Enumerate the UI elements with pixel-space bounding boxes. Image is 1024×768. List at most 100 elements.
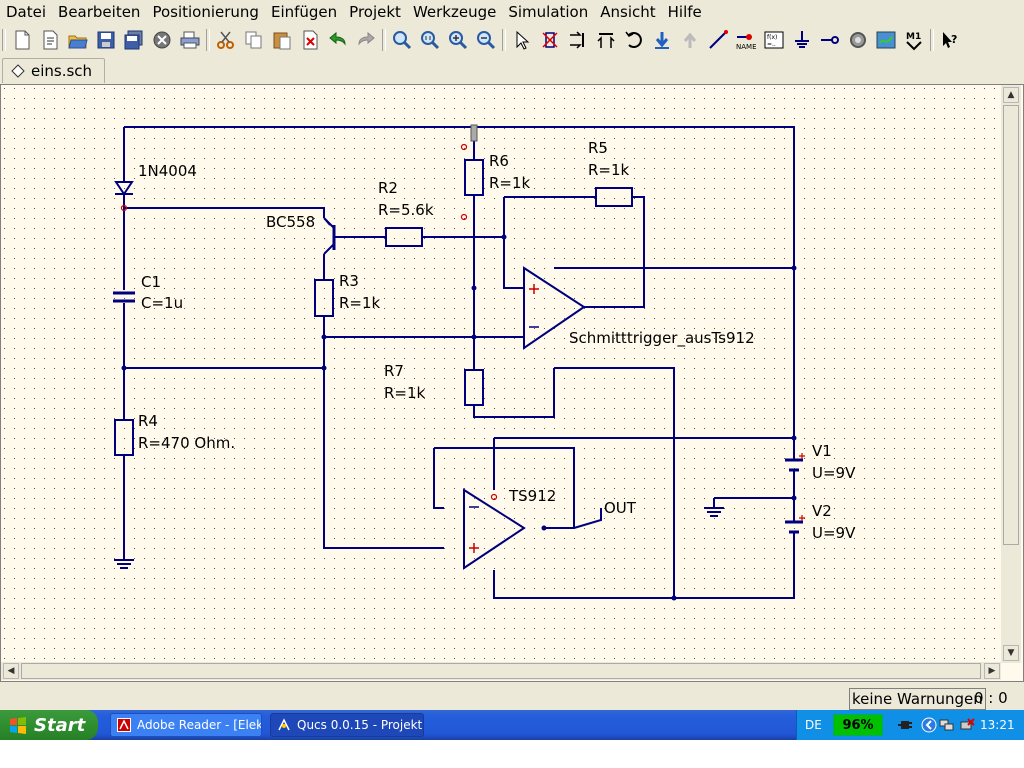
equation-icon[interactable]: f(x)=.. [761,27,787,53]
menu-simulation[interactable]: Simulation [508,3,589,21]
schematic-canvas[interactable]: 1N4004 BC558 R2 R=5.6k R6 R=1k R5 R=1k C… [0,84,1024,682]
wire-icon[interactable] [705,27,731,53]
menu-hilfe[interactable]: Hilfe [667,3,702,21]
tab-eins-sch[interactable]: eins.sch [2,58,106,83]
r2-value: R=5.6k [378,201,434,219]
svg-text:NAME: NAME [736,43,757,51]
print-icon[interactable] [177,27,203,53]
vertical-scrollbar[interactable]: ▲ ▼ [1001,85,1021,663]
save-icon[interactable] [93,27,119,53]
scroll-up-icon[interactable]: ▲ [1003,87,1019,103]
mirror-y-icon[interactable] [593,27,619,53]
whats-this-icon[interactable]: ? [937,27,963,53]
cut-icon[interactable] [213,27,239,53]
wire-label-icon[interactable]: NAME [733,27,759,53]
resistor-r2[interactable] [385,227,423,247]
diode-1n4004[interactable] [114,181,134,196]
diode-label: 1N4004 [138,162,197,180]
port-markers [120,143,498,501]
menu-werkzeuge[interactable]: Werkzeuge [412,3,497,21]
open-icon[interactable] [65,27,91,53]
port-icon[interactable] [817,27,843,53]
toolbar-separator [502,29,506,51]
start-button[interactable]: Start [0,710,98,740]
resistor-r4[interactable] [114,419,134,456]
opamp-ts912[interactable] [463,488,526,570]
v2-name: V2 [812,502,832,520]
zoom-1to1-icon[interactable] [417,27,443,53]
horizontal-scrollbar[interactable]: ◀ ▶ [1,662,1001,680]
adobe-reader-icon [117,718,131,732]
r2-name: R2 [378,179,398,197]
ground-icon[interactable] [789,27,815,53]
task-label: Qucs 0.0.15 - Projekt... [297,718,424,732]
undo-icon[interactable] [325,27,351,53]
rotate-icon[interactable] [621,27,647,53]
menu-projekt[interactable]: Projekt [349,3,401,21]
resistor-r6[interactable] [464,159,484,196]
battery-indicator[interactable]: 96% [833,714,883,736]
svg-text:?: ? [951,33,957,46]
power-plug-icon[interactable] [897,717,913,733]
paste-icon[interactable] [269,27,295,53]
zoom-in-icon[interactable] [445,27,471,53]
capacitor-c1[interactable] [113,291,135,303]
scroll-right-icon[interactable]: ▶ [984,663,1000,679]
menu-datei[interactable]: Datei [6,3,47,21]
new-file-icon[interactable] [9,27,35,53]
svg-text:M1: M1 [906,32,921,42]
menu-bearbeiten[interactable]: Bearbeiten [58,3,141,21]
network-icon[interactable] [939,717,955,733]
close-icon[interactable] [149,27,175,53]
taskbar-item-qucs[interactable]: Qucs 0.0.15 - Projekt... [270,713,424,737]
toolbar: NAME f(x)=.. M1 ? [0,25,1024,55]
cursor-position: 0 : 0 [974,689,1008,707]
redo-icon[interactable] [353,27,379,53]
clock[interactable]: 13:21 [980,718,1015,732]
c1-name: C1 [141,273,161,291]
resistor-r3[interactable] [314,279,334,317]
menu-ansicht[interactable]: Ansicht [600,3,656,21]
c1-value: C=1u [141,294,183,312]
safely-remove-icon[interactable] [959,717,975,733]
svg-text:=..: =.. [767,41,776,48]
taskbar-item-adobe-reader[interactable]: Adobe Reader - [Elek... [110,713,262,737]
copy-icon[interactable] [241,27,267,53]
v2-value: U=9V [812,524,856,542]
deactivate-icon[interactable] [537,27,563,53]
mirror-x-icon[interactable] [565,27,591,53]
menu-positionierung[interactable]: Positionierung [152,3,259,21]
scroll-left-icon[interactable]: ◀ [3,663,19,679]
leave-subcircuit-icon[interactable] [677,27,703,53]
resistor-r7[interactable] [464,369,484,406]
zoom-out-icon[interactable] [473,27,499,53]
schematic-file-icon [11,64,25,78]
enter-subcircuit-icon[interactable] [649,27,675,53]
battery-v2[interactable] [785,515,805,534]
menu-einfuegen[interactable]: Einfügen [270,3,338,21]
ground-symbol[interactable] [114,507,724,569]
r3-name: R3 [339,272,359,290]
scroll-down-icon[interactable]: ▼ [1003,645,1019,661]
resistor-r5[interactable] [595,187,633,207]
simulate-icon[interactable] [845,27,871,53]
opamp2-label: TS912 [508,487,556,505]
warnings-status[interactable]: keine Warnungen [849,688,986,710]
vertical-scroll-thumb[interactable] [1003,105,1019,545]
horizontal-scroll-thumb[interactable] [21,663,981,679]
language-indicator[interactable]: DE [805,718,822,732]
r6-value: R=1k [489,174,531,192]
tray-arrow-icon[interactable] [921,717,937,733]
view-data-icon[interactable] [873,27,899,53]
opamp-schmitttrigger[interactable] [523,266,586,350]
save-all-icon[interactable] [121,27,147,53]
new-text-icon[interactable] [37,27,63,53]
zoom-fit-icon[interactable] [389,27,415,53]
screen-bottom-margin [0,740,1024,768]
marker-icon[interactable]: M1 [901,27,927,53]
delete-icon[interactable] [297,27,323,53]
transistor-bc558[interactable] [324,218,336,250]
v1-value: U=9V [812,464,856,482]
select-icon[interactable] [509,27,535,53]
battery-v1[interactable] [785,453,805,472]
